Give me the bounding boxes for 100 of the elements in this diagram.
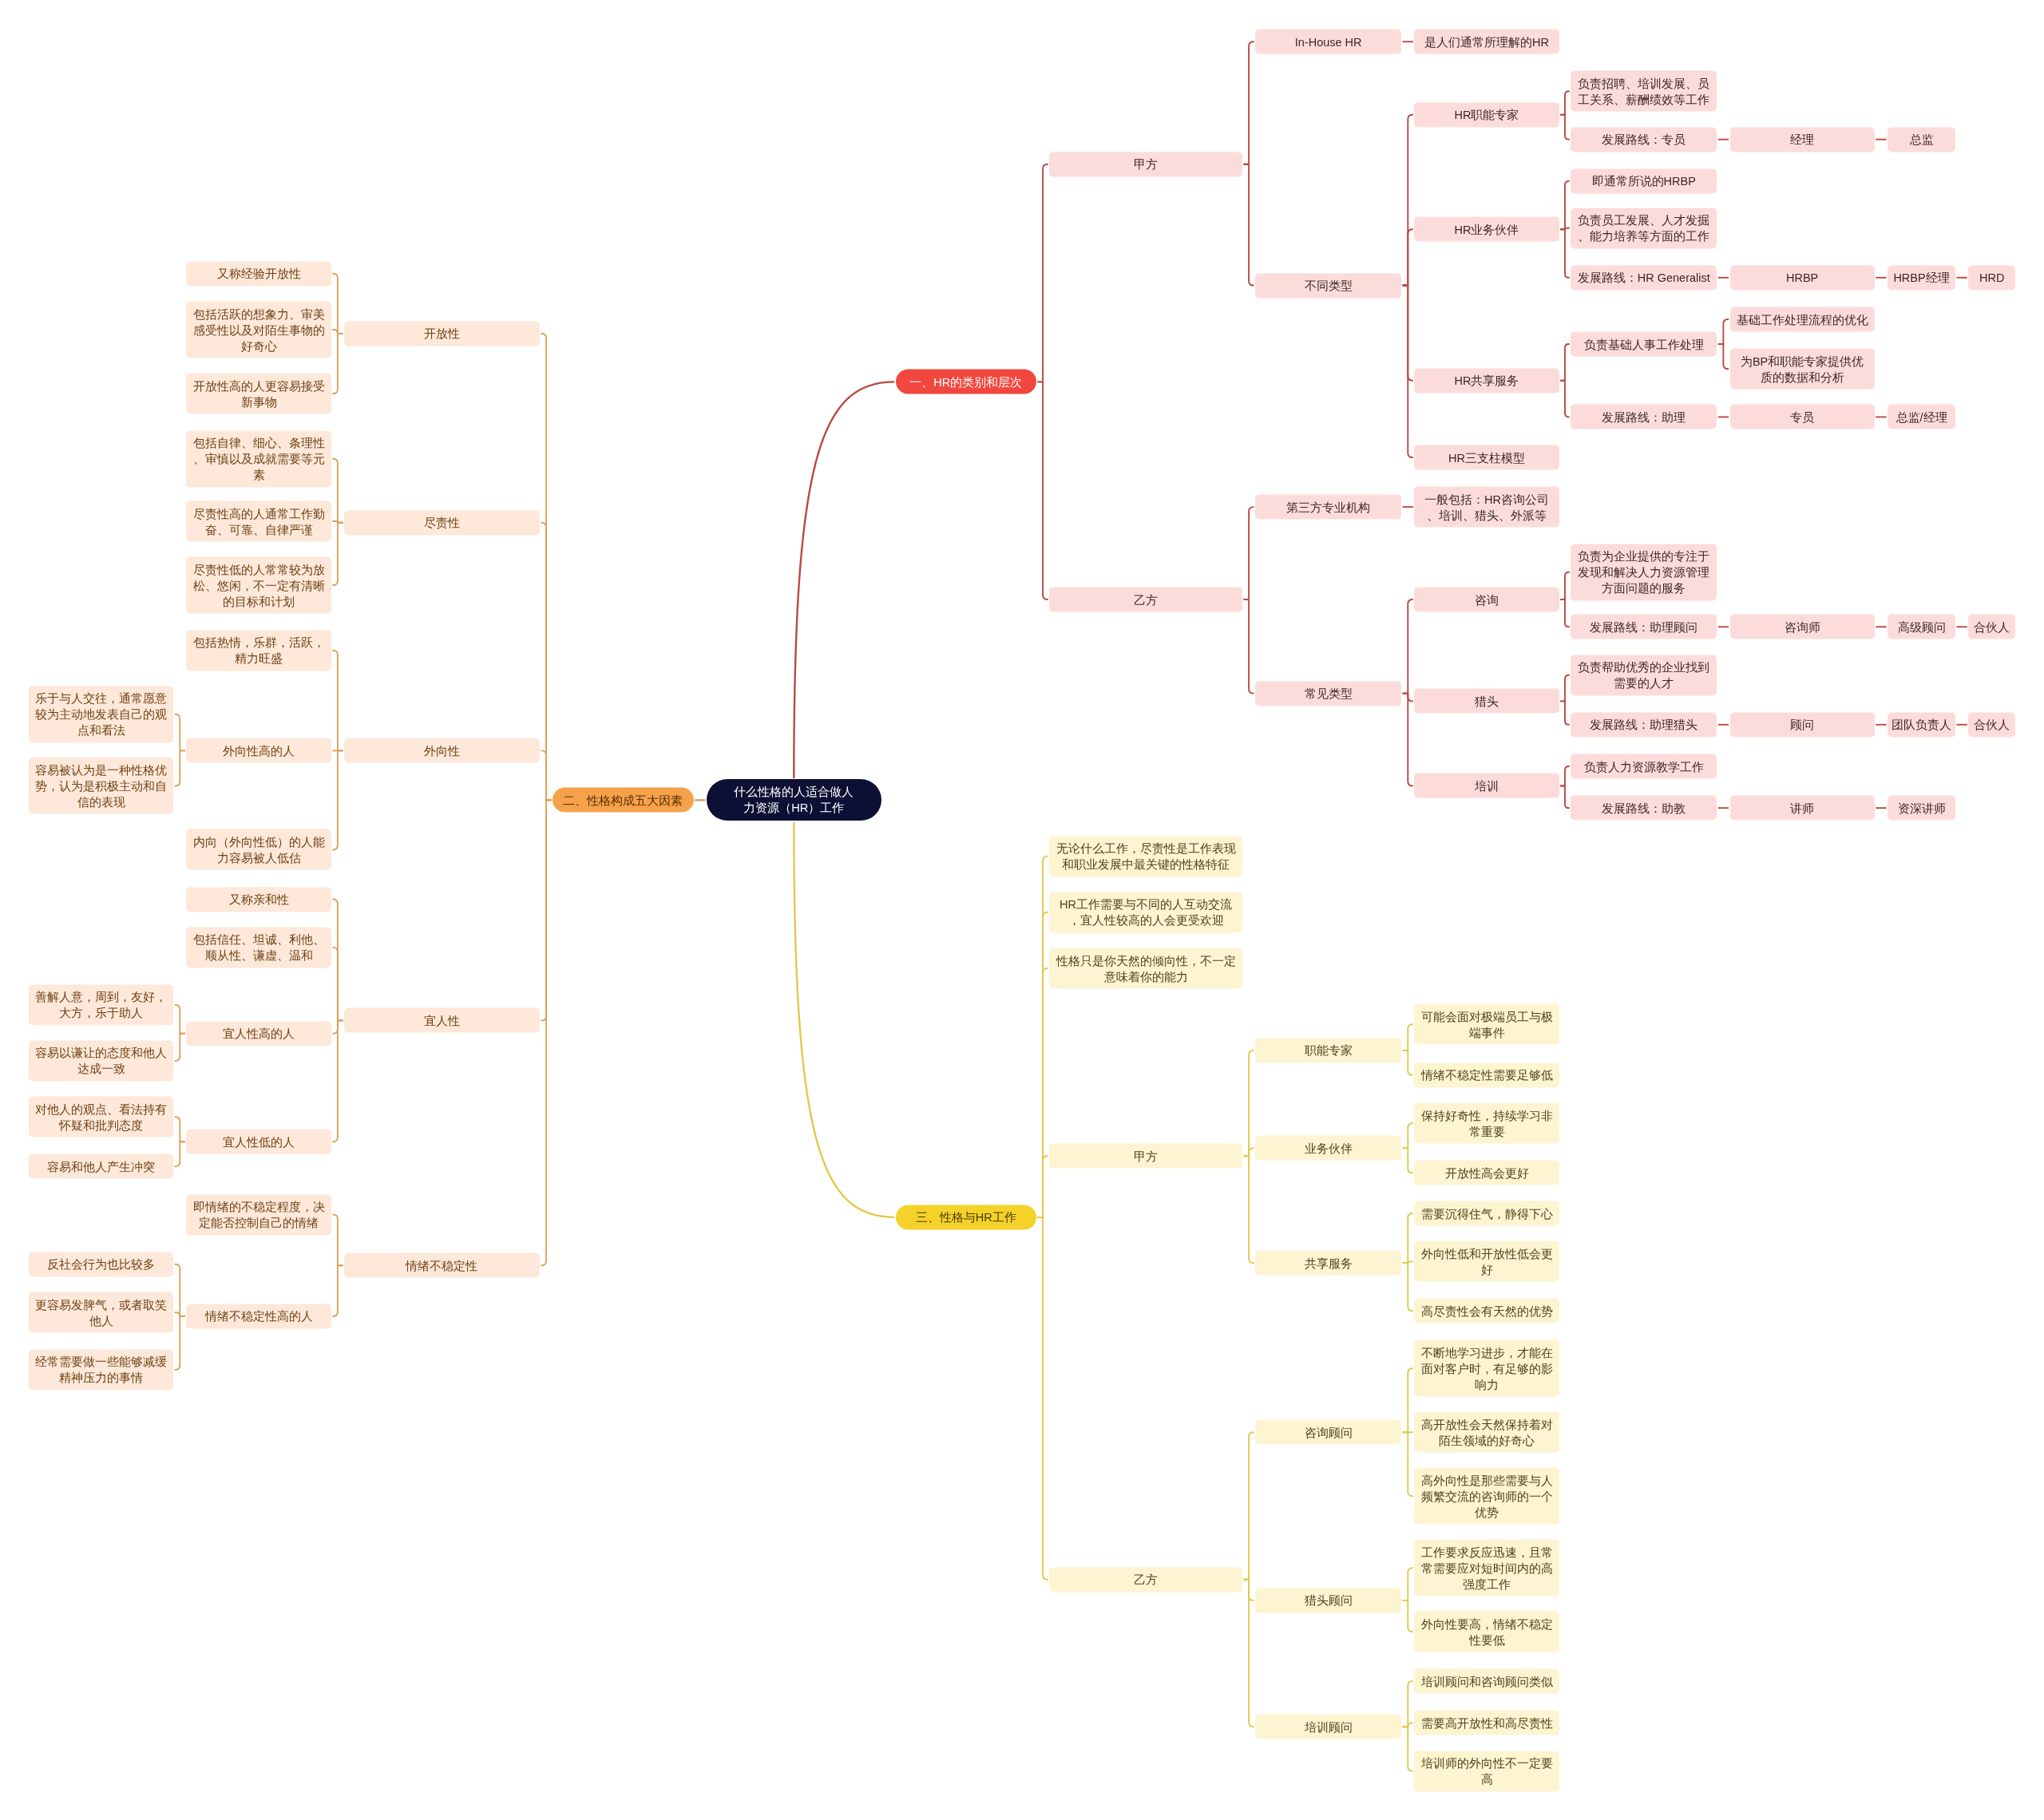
- topic-box: 需要沉得住气，静得下心: [1414, 1201, 1559, 1226]
- connector-line: [1036, 381, 1049, 600]
- topic-box: 共享服务: [1255, 1250, 1402, 1276]
- topic-box: 外向性低和开放性低会更好: [1414, 1240, 1559, 1282]
- connector-line: [1401, 1431, 1414, 1498]
- topic-box: HR共享服务: [1414, 368, 1559, 394]
- topic-box: 培训师的外向性不一定要高: [1414, 1751, 1559, 1792]
- topic-box: 负责基础人事工作处理: [1571, 331, 1717, 357]
- topic-box: 顾问: [1729, 712, 1875, 738]
- connector-line: [1559, 379, 1571, 418]
- topic-box: 不断地学习进步，才能在面对客户时，有足够的影响力: [1414, 1339, 1559, 1397]
- topic-box: 第三方专业机构: [1255, 494, 1402, 520]
- connector-line: [173, 1316, 186, 1371]
- connector-line: [1242, 163, 1255, 287]
- topic-box: 专员: [1729, 404, 1875, 429]
- connector-line: [1717, 276, 1729, 279]
- topic-box: 高开放性会天然保持着对陌生领域的好奇心: [1414, 1411, 1559, 1453]
- connector-line: [1401, 284, 1414, 458]
- topic-box: 培训: [1414, 774, 1559, 798]
- topic-box: 容易以谦让的态度和他人达成一致: [28, 1040, 174, 1082]
- connector-line: [1717, 626, 1729, 628]
- connector-line: [1717, 416, 1729, 418]
- topic-box: 又称亲和性: [186, 887, 331, 912]
- connector-line: [1717, 343, 1729, 370]
- connector-line: [1875, 276, 1888, 279]
- topic-box: 经理: [1729, 127, 1875, 152]
- connector-line: [1875, 416, 1888, 418]
- topic-box: 包括热情，乐群，活跃，精力旺盛: [186, 630, 331, 671]
- topic-box: 一般包括：HR咨询公司、培训、猎头、外派等: [1414, 486, 1559, 528]
- topic-box: 容易和他人产生冲突: [28, 1153, 174, 1179]
- connector-line: [1717, 138, 1729, 140]
- topic-box: 发展路线：助教: [1571, 795, 1717, 821]
- connector-line: [1875, 723, 1888, 726]
- topic-box: 性格只是你天然的倾向性，不一定意味着你的能力: [1049, 948, 1242, 989]
- topic-box: 可能会面对极端员工与极端事件: [1414, 1003, 1559, 1045]
- topic-box: 发展路线：助理猎头: [1571, 712, 1717, 738]
- topic-box: 高尽责性会有天然的优势: [1414, 1298, 1559, 1323]
- connector-line: [1955, 276, 1968, 279]
- topic-box: 咨询顾问: [1255, 1419, 1402, 1445]
- topic-box: 外向性: [344, 738, 540, 763]
- topic-box: HR职能专家: [1414, 102, 1559, 128]
- topic-box: 培训顾问: [1255, 1714, 1402, 1739]
- topic-box: 业务伙伴: [1255, 1135, 1402, 1161]
- topic-box: 讲师: [1729, 795, 1875, 821]
- connector-line: [1242, 599, 1255, 694]
- topic-box: 即情绪的不稳定程度，决定能否控制自己的情绪: [186, 1194, 331, 1236]
- connector-line: [1955, 626, 1968, 628]
- topic-box: HRD: [1968, 265, 2016, 291]
- topic-box: 总监/经理: [1888, 404, 1955, 429]
- topic-box: 发展路线：助理: [1571, 404, 1717, 429]
- connector-line: [540, 799, 553, 1267]
- connector-line: [1401, 692, 1414, 787]
- connector-line: [331, 333, 344, 394]
- topic-box: 发展路线：专员: [1571, 127, 1717, 152]
- topic-box: 情绪不稳定性高的人: [186, 1304, 331, 1329]
- connector-line: [1401, 1262, 1414, 1312]
- connector-line: [1717, 723, 1729, 726]
- connector-line: [793, 381, 895, 778]
- topic-box: 工作要求反应迅速，且常常需要应对短时间内的高强度工作: [1414, 1539, 1559, 1596]
- topic-box: 发展路线：助理顾问: [1571, 614, 1717, 639]
- connector-line: [331, 750, 344, 851]
- topic-box: 外向性要高，情绪不稳定性要低: [1414, 1611, 1559, 1652]
- topic-box: 保持好奇性，持续学习非常重要: [1414, 1102, 1559, 1144]
- connector-line: [1401, 1726, 1414, 1772]
- topic-box: 甲方: [1049, 152, 1242, 177]
- connector-line: [1559, 113, 1571, 140]
- topic-box: 包括自律、细心、条理性、审慎以及成就需要等元素: [186, 430, 331, 488]
- topic-box: 即通常所说的HRBP: [1571, 168, 1717, 194]
- topic-box: HR工作需要与不同的人互动交流，宜人性较高的人会更受欢迎: [1049, 892, 1242, 933]
- topic-box: 容易被认为是一种性格优势，认为是积极主动和自信的表现: [28, 758, 174, 814]
- topic-box: 负责为企业提供的专注于发现和解决人力资源管理方面问题的服务: [1571, 544, 1717, 601]
- topic-box: 合伙人: [1968, 614, 2016, 639]
- connector-line: [1401, 506, 1414, 508]
- connector-line: [1401, 1147, 1414, 1174]
- topic-box: 对他人的观点、看法持有怀疑和批判态度: [28, 1096, 174, 1138]
- topic-box: 常见类型: [1255, 681, 1402, 706]
- connector-line: [331, 1019, 344, 1143]
- topic-box: 是人们通常所理解的HR: [1414, 29, 1559, 54]
- connector-line: [1875, 626, 1888, 628]
- connector-line: [331, 1264, 344, 1317]
- central-topic: 什么性格的人适合做人力资源（HR）工作: [706, 779, 881, 821]
- connector-line: [1401, 1599, 1414, 1633]
- topic-box: 猎头: [1414, 688, 1559, 714]
- connector-line: [1242, 1578, 1255, 1728]
- topic-box: HRBP经理: [1888, 265, 1955, 291]
- topic-box: 负责招聘、培训发展、员工关系、薪酬绩效等工作: [1571, 70, 1717, 112]
- topic-box: 为BP和职能专家提供优质的数据和分析: [1729, 348, 1875, 390]
- topic-box: 情绪不稳定性: [344, 1252, 540, 1278]
- topic-box: 宜人性高的人: [186, 1021, 331, 1046]
- topic-box: 又称经验开放性: [186, 261, 331, 287]
- topic-box: 宜人性低的人: [186, 1129, 331, 1154]
- connector-line: [1955, 723, 1968, 726]
- connector-line: [1559, 785, 1571, 809]
- topic-box: 培训顾问和咨询顾问类似: [1414, 1668, 1559, 1694]
- topic-box: 发展路线：HR Generalist: [1571, 265, 1717, 291]
- topic-box: 尽责性: [344, 510, 540, 536]
- topic-box: 猎头顾问: [1255, 1588, 1402, 1613]
- topic-box: 包括信任、坦诚、利他、顺从性、谦虚、温和: [186, 927, 331, 968]
- topic-box: 乐于与人交往，通常愿意较为主动地发表自己的观点和看法: [28, 686, 174, 743]
- topic-box: 尽责性低的人常常较为放松、悠闲，不一定有清晰的目标和计划: [186, 556, 331, 614]
